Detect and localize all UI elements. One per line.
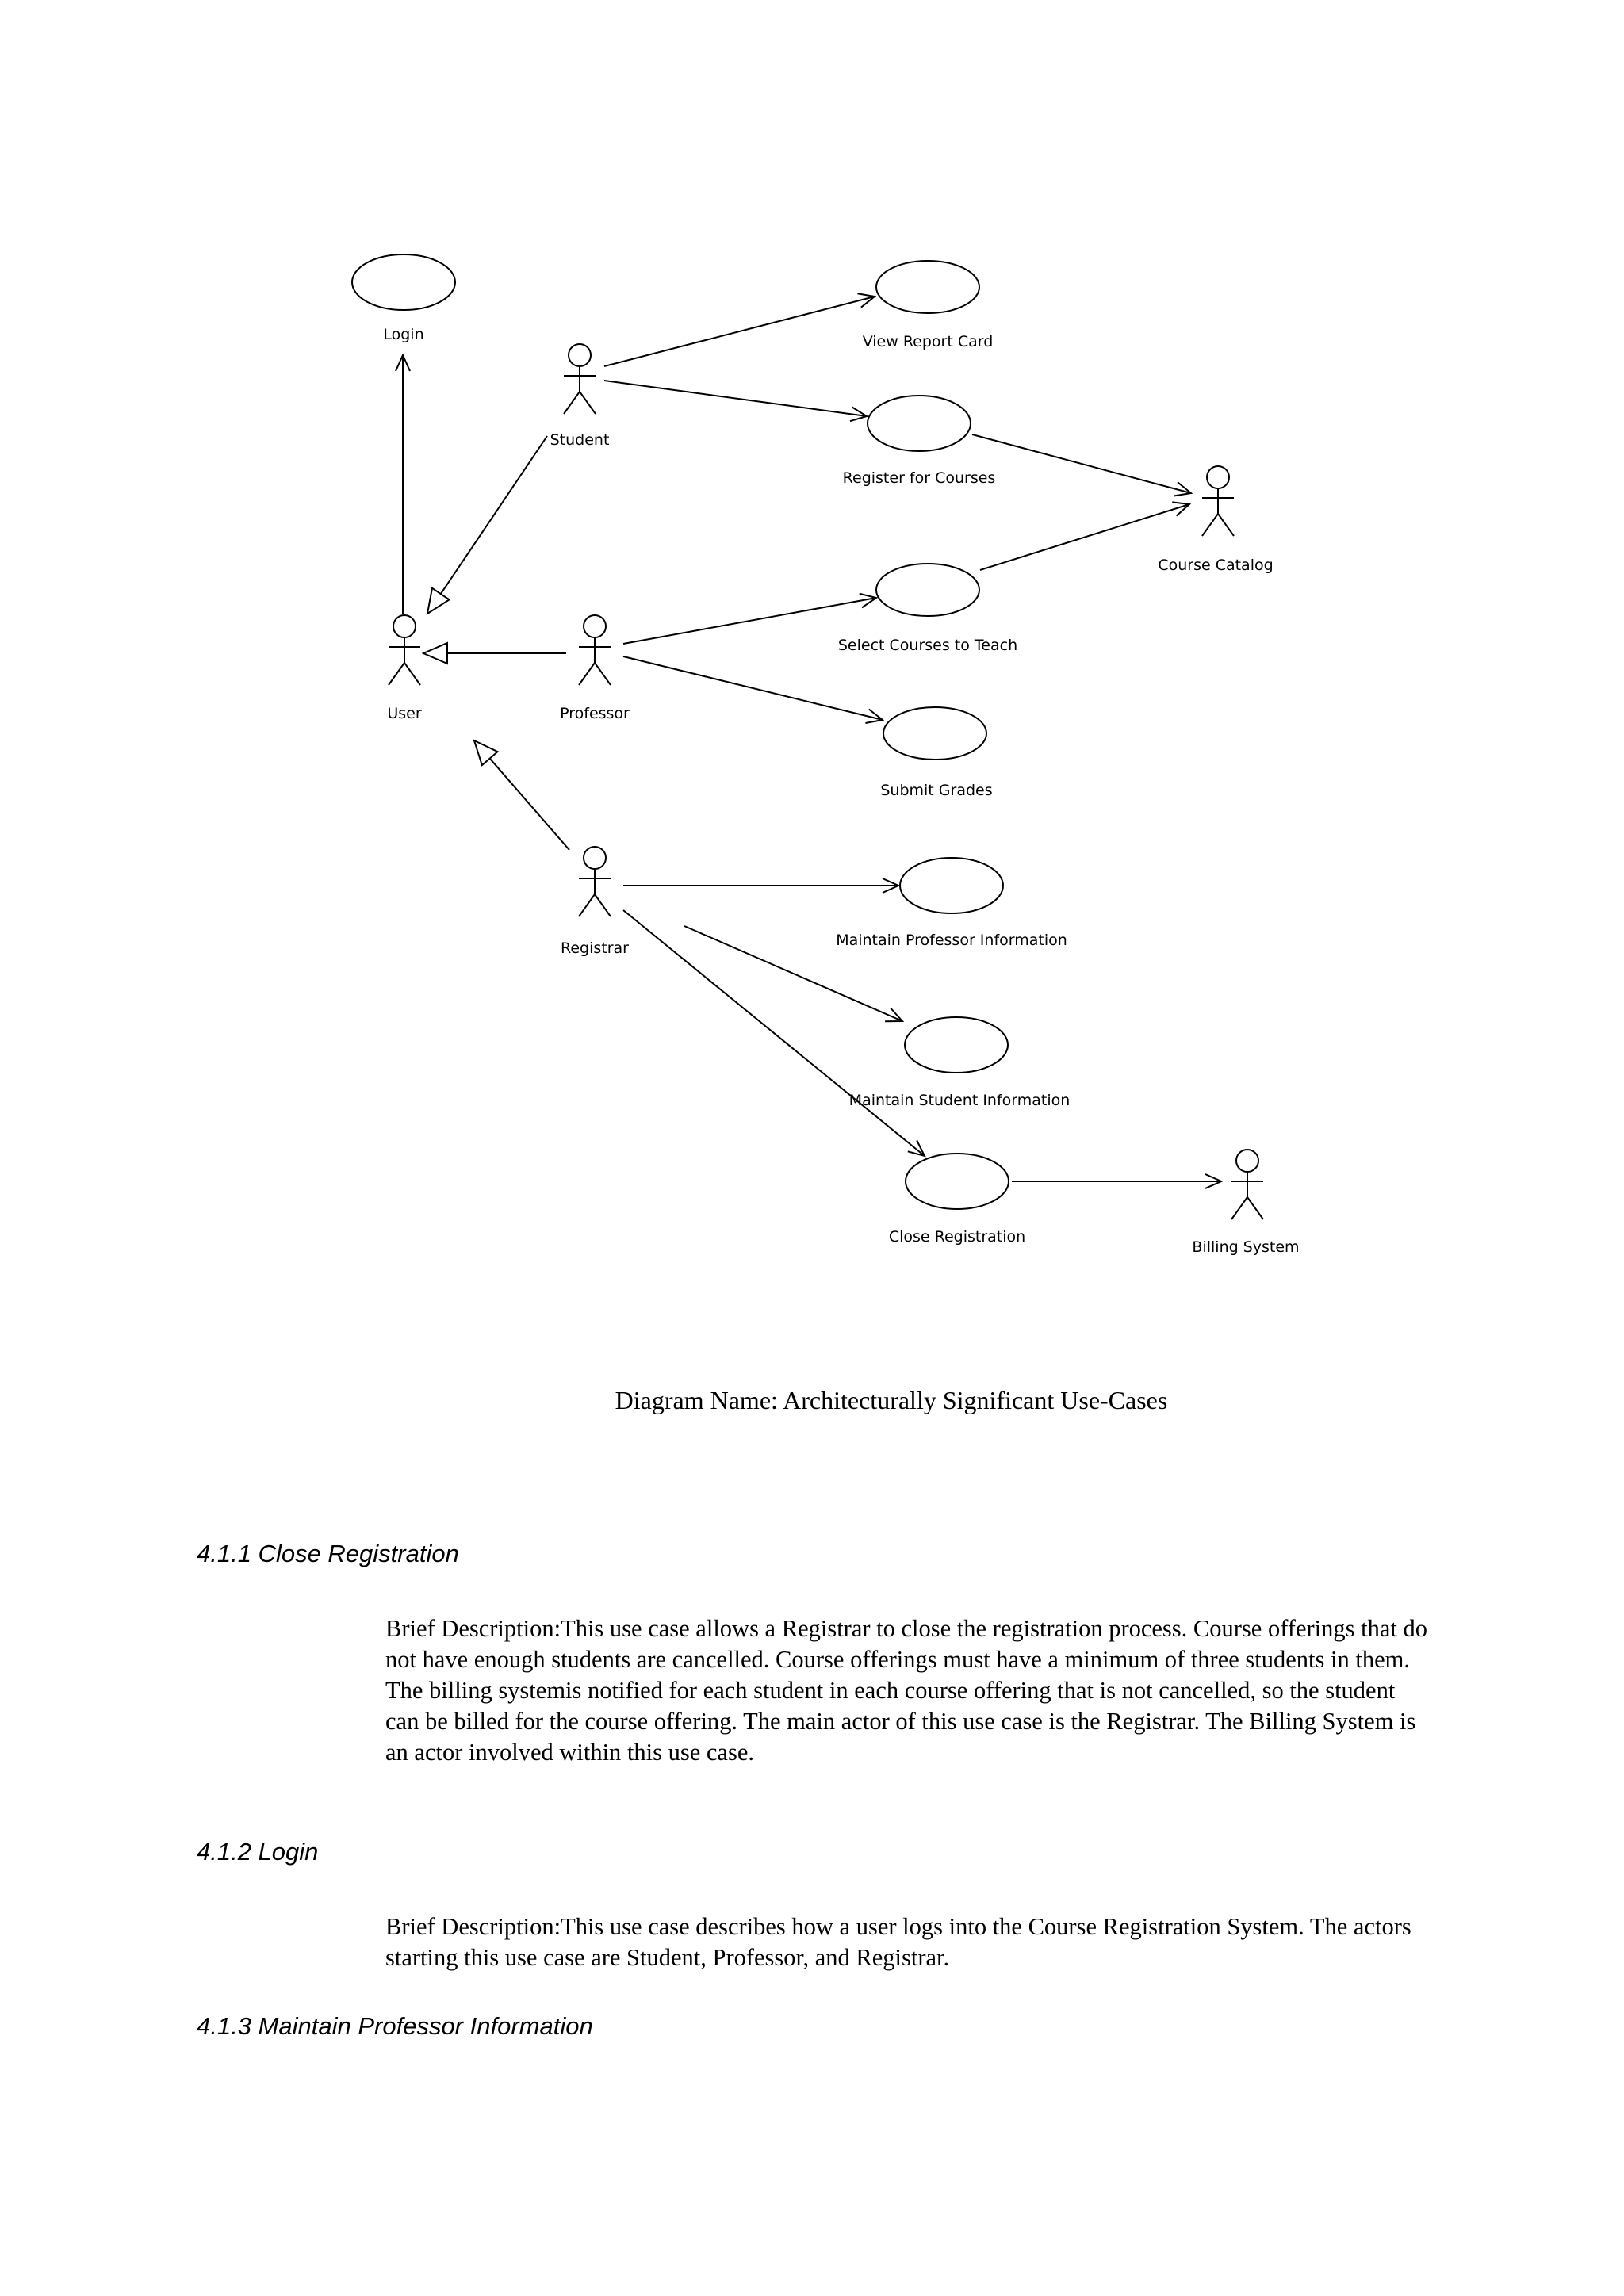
use-case-label-select-courses-to-teach: Select Courses to Teach bbox=[838, 637, 1017, 654]
use-case-maintain-professor-information: Maintain Professor Information bbox=[836, 857, 1067, 949]
registrar-actor-icon bbox=[578, 846, 611, 917]
register-for-courses-catalog-association bbox=[971, 434, 1191, 493]
section-body-login: Brief Description:This use case describe… bbox=[385, 1913, 1411, 1971]
generalizations bbox=[423, 435, 570, 851]
actor-course-catalog: Course Catalog bbox=[1158, 465, 1274, 574]
use-case-close-registration: Close Registration bbox=[889, 1153, 1025, 1246]
section-heading-login: 4.1.2 Login bbox=[197, 1838, 319, 1866]
actor-label-registrar: Registrar bbox=[561, 939, 629, 957]
course-catalog-actor-icon bbox=[1201, 465, 1235, 537]
section-body-close-registration: Brief Description:This use case allows a… bbox=[385, 1615, 1427, 1766]
student-user-generalization bbox=[427, 435, 548, 614]
use-case-label-view-report-card: View Report Card bbox=[863, 333, 994, 350]
professor-select-courses-association bbox=[622, 598, 876, 645]
actor-billing-system: Billing System bbox=[1192, 1149, 1300, 1256]
use-case-label-maintain-professor-information: Maintain Professor Information bbox=[836, 932, 1067, 949]
actor-label-user: User bbox=[387, 705, 421, 722]
registrar-user-generalization bbox=[474, 740, 570, 851]
student-actor-icon bbox=[563, 343, 596, 415]
diagram-caption: Diagram Name: Architecturally Significan… bbox=[615, 1386, 1168, 1414]
actor-label-course-catalog: Course Catalog bbox=[1158, 557, 1273, 574]
section-heading-maintain-professor-information: 4.1.3 Maintain Professor Information bbox=[197, 2012, 593, 2040]
use-case-label-login: Login bbox=[383, 326, 423, 343]
actor-registrar: Registrar bbox=[561, 846, 629, 957]
user-actor-icon bbox=[388, 614, 421, 686]
use-case-login: Login bbox=[351, 254, 456, 343]
registrar-maintain-student-association bbox=[684, 925, 902, 1021]
actor-professor: Professor bbox=[560, 614, 630, 722]
section-heading-close-registration: 4.1.1 Close Registration bbox=[197, 1540, 459, 1567]
professor-actor-icon bbox=[578, 614, 611, 686]
actor-label-professor: Professor bbox=[560, 705, 630, 722]
use-case-label-register-for-courses: Register for Courses bbox=[843, 469, 996, 487]
student-view-report-card-association bbox=[603, 297, 875, 367]
use-case-register-for-courses: Register for Courses bbox=[843, 395, 996, 487]
use-case-select-courses-to-teach: Select Courses to Teach bbox=[838, 563, 1017, 654]
use-case-maintain-student-information: Maintain Student Information bbox=[849, 1016, 1071, 1109]
professor-submit-grades-association bbox=[622, 656, 883, 720]
use-case-label-maintain-student-information: Maintain Student Information bbox=[849, 1092, 1071, 1109]
use-case-label-submit-grades: Submit Grades bbox=[880, 782, 992, 799]
registrar-close-registration-association bbox=[622, 909, 925, 1156]
use-case-view-report-card: View Report Card bbox=[863, 260, 994, 350]
actor-student: Student bbox=[550, 343, 610, 449]
student-register-for-courses-association bbox=[603, 380, 867, 416]
associations bbox=[403, 297, 1221, 1181]
actor-user: User bbox=[387, 614, 422, 722]
billing-system-actor-icon bbox=[1231, 1149, 1264, 1220]
actor-label-billing-system: Billing System bbox=[1192, 1238, 1299, 1256]
actor-label-student: Student bbox=[550, 431, 610, 449]
use-case-submit-grades: Submit Grades bbox=[880, 706, 993, 799]
use-case-diagram: Login View Report Card Register for Cour… bbox=[351, 254, 1300, 1256]
select-courses-catalog-association bbox=[979, 504, 1189, 571]
use-case-label-close-registration: Close Registration bbox=[889, 1228, 1025, 1246]
